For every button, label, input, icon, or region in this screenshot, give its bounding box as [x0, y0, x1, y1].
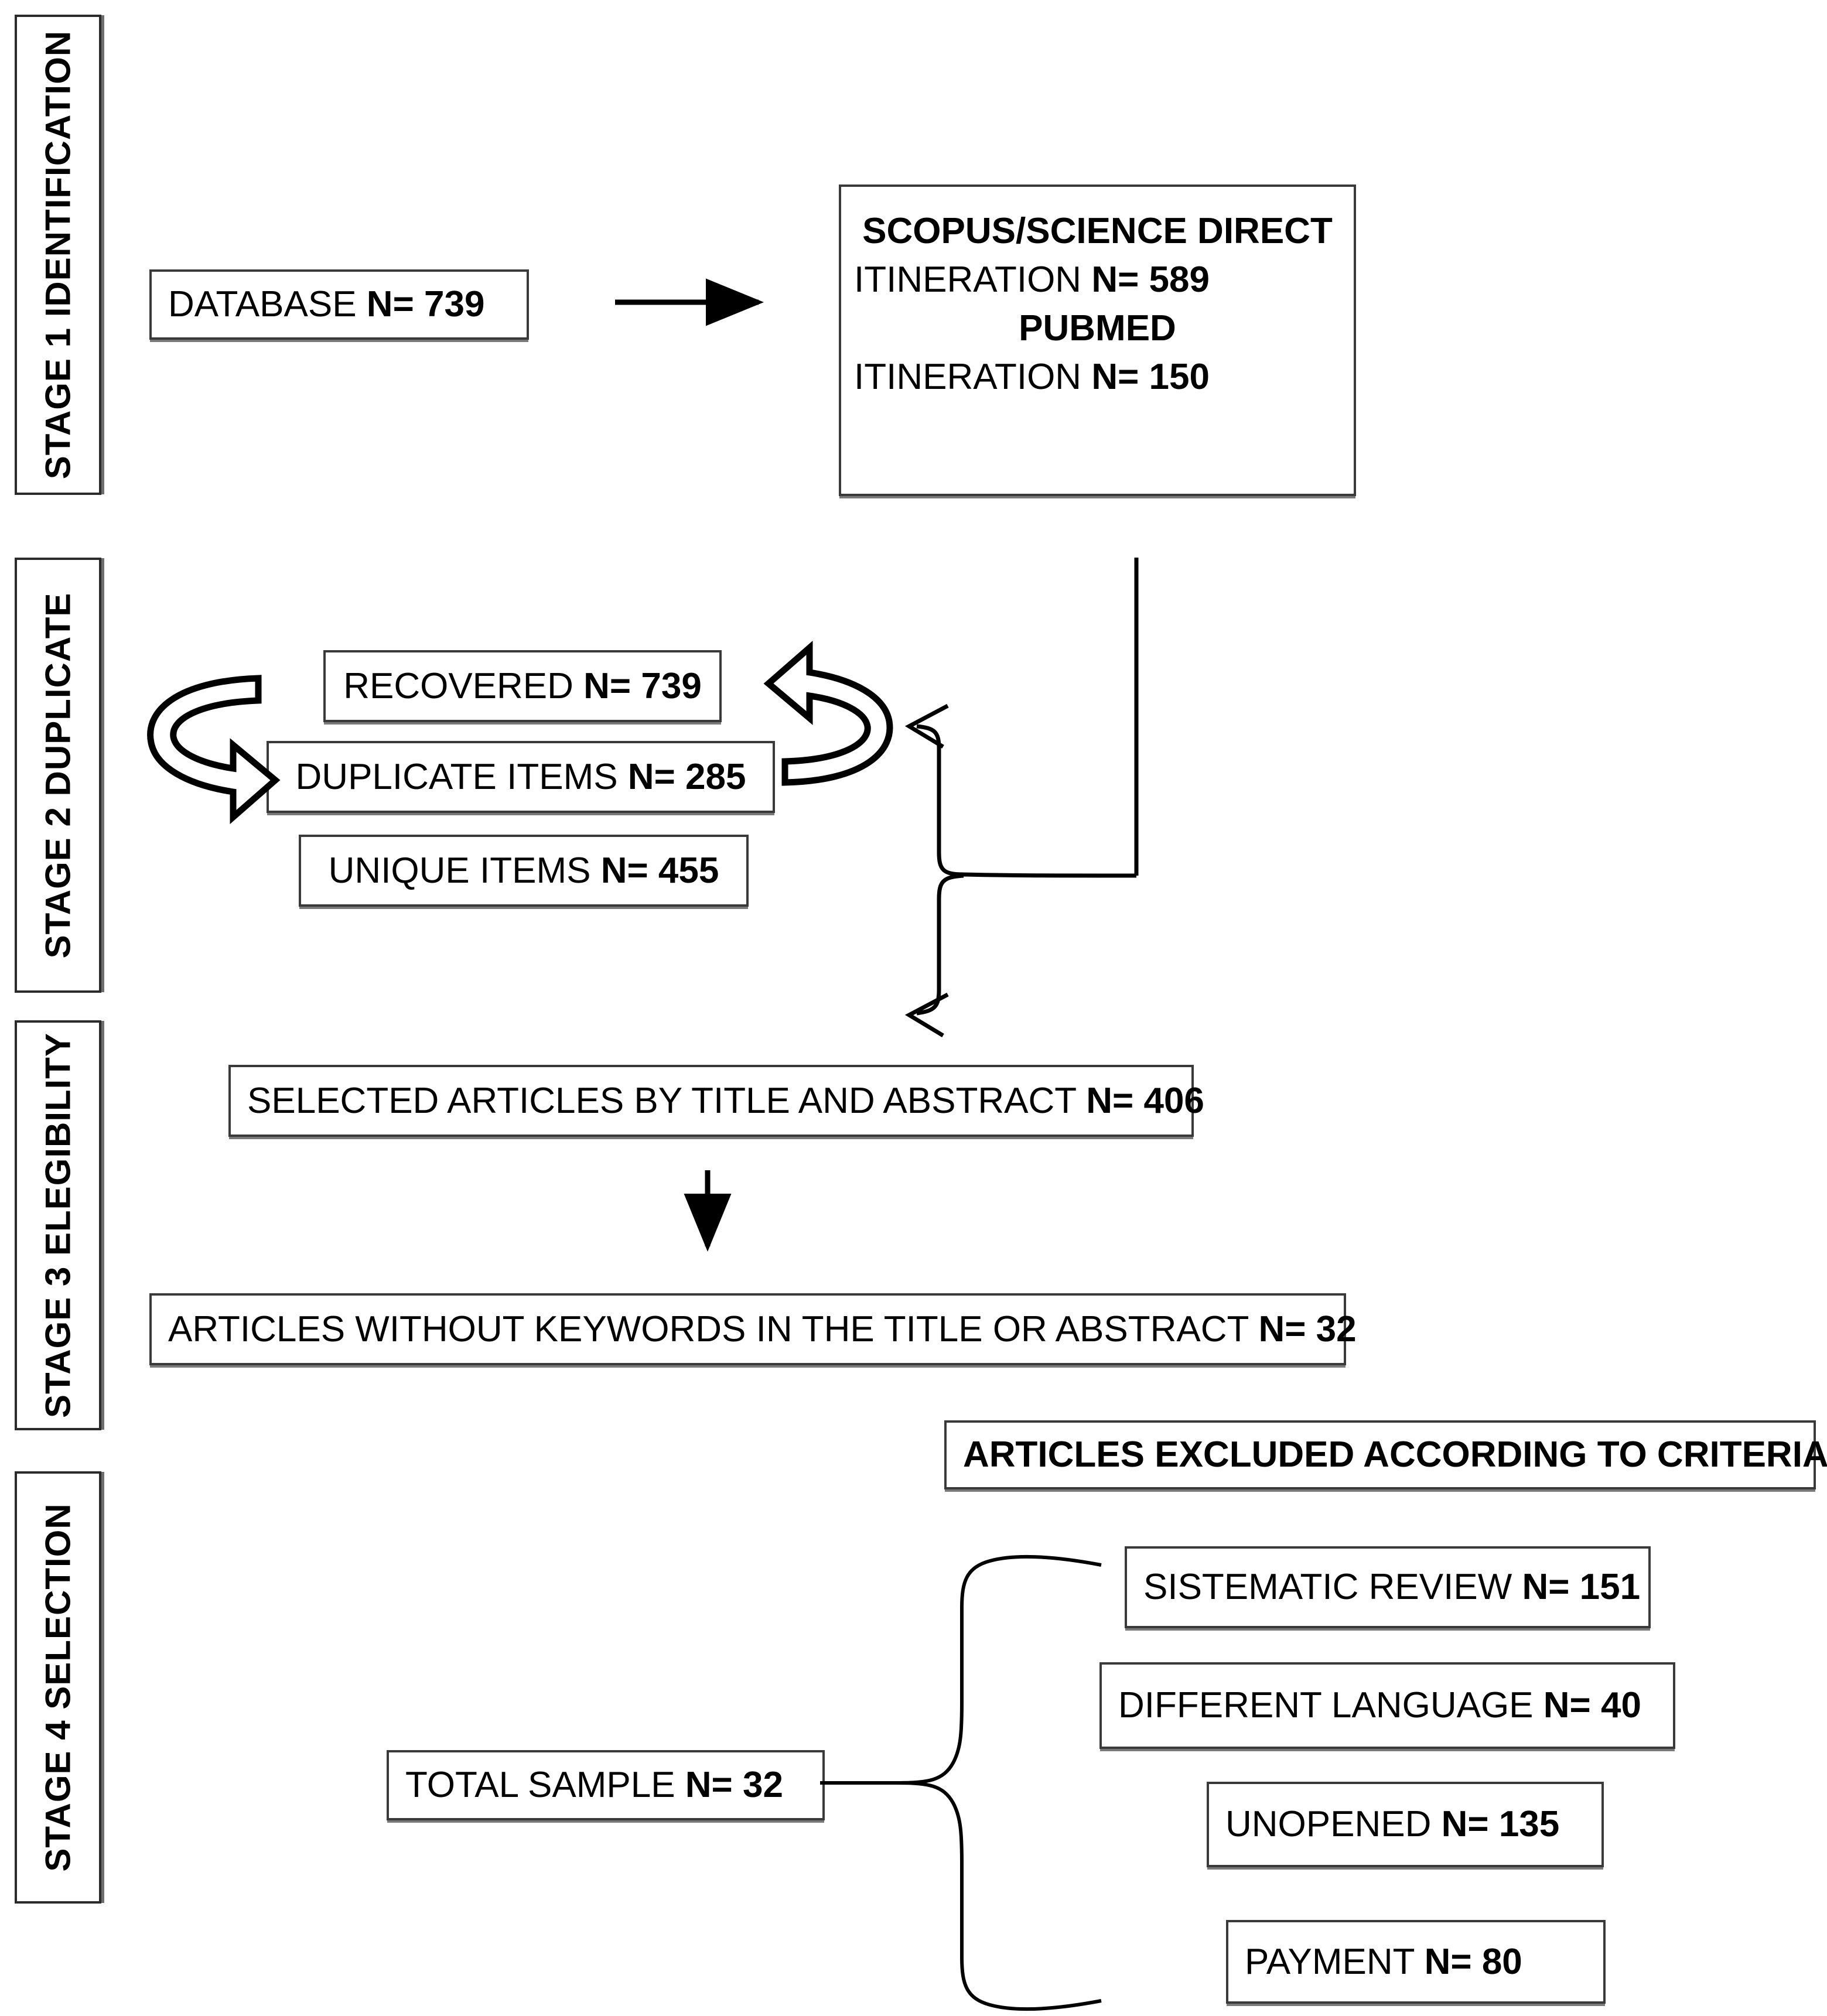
exclusion-box-different-language: DIFFERENT LANGUAGE N= 40 [1099, 1662, 1675, 1749]
exclusion-box-payment: PAYMENT N= 80 [1226, 1920, 1606, 2004]
sources-line-scopus: SCOPUS/SCIENCE DIRECT [862, 211, 1333, 251]
curly-brace-exclusions [820, 1554, 1102, 2011]
database-box: DATABASE N= 739 [149, 269, 529, 340]
total-sample-box: TOTAL SAMPLE N= 32 [387, 1750, 825, 1820]
exclusion-label-unopened: UNOPENED N= 135 [1225, 1804, 1560, 1845]
articles-excluded-header-box: ARTICLES EXCLUDED ACCORDING TO CRITERIA [944, 1420, 1827, 1489]
stage-label-1: STAGE 1 IDENTIFICATION [38, 30, 78, 480]
database-box-label: DATABASE N= 739 [168, 284, 485, 325]
sources-box: SCOPUS/SCIENCE DIRECT ITINERATION N= 589… [839, 184, 1356, 496]
articles-excluded-header-label: ARTICLES EXCLUDED ACCORDING TO CRITERIA [963, 1434, 1827, 1475]
sources-line-pubmed-count: ITINERATION N= 150 [854, 357, 1210, 398]
articles-without-keywords-box: ARTICLES WITHOUT KEYWORDS IN THE TITLE O… [149, 1293, 1357, 1365]
stage-label-3: STAGE 3 ELEGIBILITY [38, 1033, 78, 1418]
stage-label-box-1: STAGE 1 IDENTIFICATION [15, 15, 101, 495]
stage-label-box-4: STAGE 4 SELECTION [15, 1471, 101, 1904]
exclusion-label-different-language: DIFFERENT LANGUAGE N= 40 [1118, 1685, 1641, 1726]
recovered-box: RECOVERED N= 739 [323, 650, 722, 722]
stage-label-box-2: STAGE 2 DUPLICATE [15, 558, 101, 993]
exclusion-box-unopened: UNOPENED N= 135 [1207, 1782, 1604, 1867]
duplicate-items-box-label: DUPLICATE ITEMS N= 285 [295, 756, 746, 797]
sources-line-scopus-count: ITINERATION N= 589 [854, 259, 1210, 300]
exclusion-box-sistematic-review: SISTEMATIC REVIEW N= 151 [1125, 1546, 1651, 1628]
total-sample-box-label: TOTAL SAMPLE N= 32 [405, 1765, 783, 1806]
sources-line-pubmed: PUBMED [1019, 308, 1176, 349]
selected-articles-box: SELECTED ARTICLES BY TITLE AND ABSTRACT … [228, 1065, 1204, 1137]
stage-label-4: STAGE 4 SELECTION [38, 1503, 78, 1872]
exclusion-label-sistematic-review: SISTEMATIC REVIEW N= 151 [1143, 1567, 1641, 1608]
exclusion-label-payment: PAYMENT N= 80 [1245, 1941, 1522, 1982]
stage-label-2: STAGE 2 DUPLICATE [38, 592, 78, 958]
unique-items-box-label: UNIQUE ITEMS N= 455 [328, 850, 719, 891]
unique-items-box: UNIQUE ITEMS N= 455 [299, 835, 749, 907]
rotation-arrow-left [147, 675, 281, 825]
stage-label-box-3: STAGE 3 ELEGIBILITY [15, 1020, 101, 1430]
duplicate-items-box: DUPLICATE ITEMS N= 285 [267, 741, 775, 813]
selected-articles-box-label: SELECTED ARTICLES BY TITLE AND ABSTRACT … [247, 1080, 1204, 1121]
connector-sources-to-duplicate-bracket [904, 558, 1139, 1037]
recovered-box-label: RECOVERED N= 739 [343, 665, 702, 706]
articles-without-keywords-box-label: ARTICLES WITHOUT KEYWORDS IN THE TITLE O… [168, 1308, 1357, 1349]
rotation-arrow-right [763, 640, 893, 786]
